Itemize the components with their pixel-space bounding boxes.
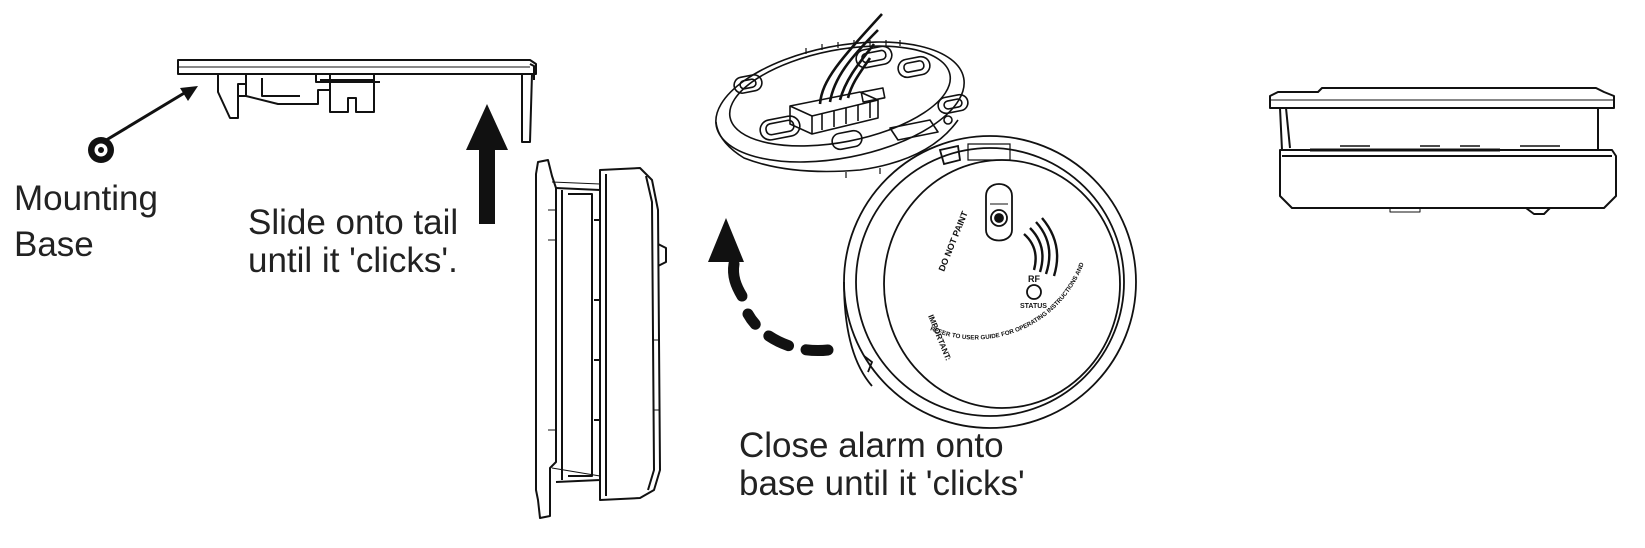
alarm-front-view	[843, 135, 1137, 429]
slide-instruction-line-2: until it 'clicks'.	[248, 241, 458, 280]
mounting-base-side-view	[177, 59, 537, 143]
mounting-base-label: Mounting Base	[14, 176, 158, 268]
alarm-side-view	[535, 159, 667, 519]
slide-instruction: Slide onto tail until it 'clicks'.	[248, 204, 458, 280]
rf-text: RF	[1028, 274, 1040, 284]
close-instruction: Close alarm onto base until it 'clicks'	[739, 427, 1025, 503]
alarm-printed-text: DO NOT PAINT RF STATUS IMPORTANT: REFER …	[0, 0, 1086, 362]
mounting-base-with-wires	[715, 40, 969, 178]
close-rotation-arrow	[708, 218, 834, 357]
status-text: STATUS	[1020, 303, 1047, 310]
close-instruction-line-2: base until it 'clicks'	[739, 464, 1025, 503]
mounting-base-label-line-1: Mounting	[14, 179, 158, 218]
close-instruction-line-1: Close alarm onto	[739, 426, 1004, 465]
assembled-alarm-side-view	[1269, 87, 1617, 215]
wires	[818, 13, 883, 105]
mounting-hole-icon	[88, 137, 114, 163]
do-not-paint-text: DO NOT PAINT	[937, 209, 970, 272]
slide-instruction-line-1: Slide onto tail	[248, 203, 459, 242]
slide-up-arrow	[466, 104, 508, 224]
mounting-base-pointer	[102, 86, 198, 144]
mounting-base-label-line-2: Base	[14, 225, 94, 264]
